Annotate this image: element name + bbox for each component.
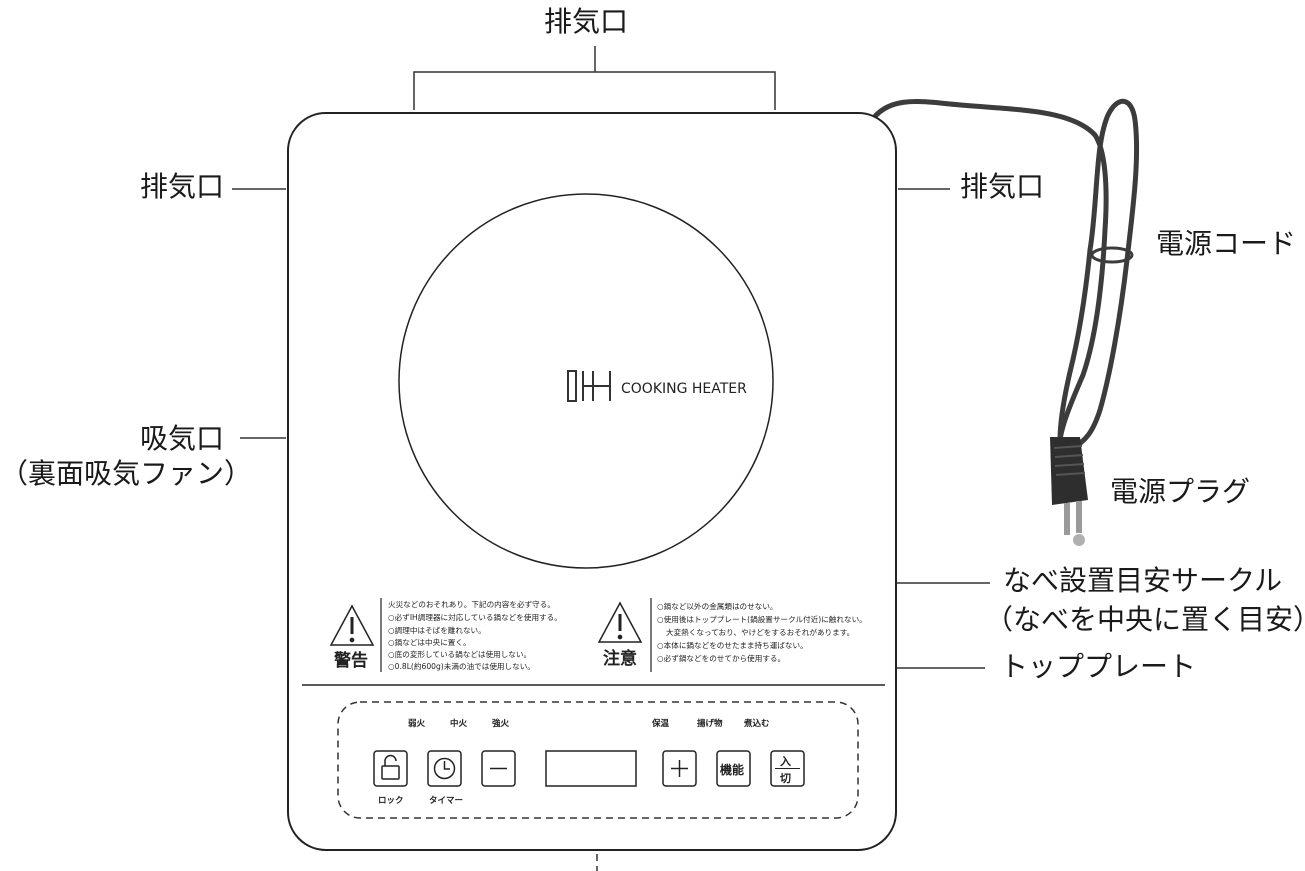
power-plug-label: 電源プラグ	[1110, 475, 1251, 508]
svg-text:○鍋など以外の金属類はのせない。: ○鍋など以外の金属類はのせない。	[657, 601, 778, 611]
power-button-off-label: 切	[780, 772, 791, 785]
intake-sub-label: （裏面吸気ファン）	[0, 457, 253, 490]
exhaust-right-label: 排気口	[960, 170, 1045, 203]
plus-icon	[671, 760, 688, 777]
ih-logo-icon	[567, 370, 611, 402]
svg-text:○調理中はそばを離れない。: ○調理中はそばを離れない。	[388, 625, 486, 635]
heat-strong-label: 強火	[492, 718, 510, 729]
svg-text:○底の変形している鍋などは使用しない。: ○底の変形している鍋などは使用しない。	[388, 649, 531, 659]
power-cord-label: 電源コード	[1156, 227, 1297, 260]
cord-tie	[1090, 246, 1134, 264]
power-cord	[869, 98, 1140, 451]
svg-text:大変熱くなっており、やけどをするおそれがあります。: 大変熱くなっており、やけどをするおそれがあります。	[666, 627, 854, 637]
lock-icon	[381, 754, 400, 780]
display-panel	[545, 750, 637, 787]
caution-text: ○鍋など以外の金属類はのせない。 ○使用後はトッププレート(鍋設置サークル付近)…	[657, 601, 867, 663]
logo-text: COOKING HEATER	[621, 381, 747, 397]
timer-button[interactable]	[427, 750, 462, 787]
pot-circle-sub-label: （なべを中央に置く目安）	[985, 603, 1305, 636]
mode-keepwarm-label: 保温	[651, 718, 670, 729]
minus-button[interactable]	[481, 750, 516, 787]
cooktop-body	[287, 112, 897, 851]
power-button-on-label: 入	[780, 755, 791, 768]
warning-icon	[329, 604, 375, 646]
timer-label: タイマー	[429, 795, 463, 806]
warning-title: 警告	[333, 650, 368, 671]
svg-text:○0.8L(約600g)未満の油では使用しない。: ○0.8L(約600g)未満の油では使用しない。	[388, 661, 535, 671]
top-plate-label: トッププレート	[1000, 650, 1197, 683]
svg-text:○必ず鍋などをのせてから使用する。: ○必ず鍋などをのせてから使用する。	[657, 653, 785, 663]
plus-button[interactable]	[662, 750, 697, 787]
exhaust-left-label: 排気口	[140, 170, 225, 203]
svg-text:○鍋などは中央に置く。: ○鍋などは中央に置く。	[388, 637, 471, 647]
power-button[interactable]: 入 切	[770, 750, 805, 787]
caution-icon	[597, 601, 643, 643]
exhaust-top-bracket	[413, 46, 776, 110]
svg-text:○本体に鍋などをのせたまま持ち運ばない。: ○本体に鍋などをのせたまま持ち運ばない。	[657, 640, 808, 650]
svg-text:火災などのおそれあり。下記の内容を必ず守る。: 火災などのおそれあり。下記の内容を必ず守る。	[388, 599, 555, 609]
caution-title: 注意	[603, 648, 637, 669]
control-panel-outline	[337, 701, 859, 819]
clock-icon	[433, 757, 456, 780]
pot-placement-circle	[398, 193, 774, 569]
warning-text: 火災などのおそれあり。下記の内容を必ず守る。 ○必ずIH調理器に対応している鍋な…	[388, 599, 562, 671]
exhaust-top-label: 排気口	[544, 5, 629, 38]
svg-text:○使用後はトッププレート(鍋設置サークル付近)に触れない。: ○使用後はトッププレート(鍋設置サークル付近)に触れない。	[657, 614, 867, 624]
mode-fry-label: 揚げ物	[697, 718, 723, 729]
pot-circle-label: なべ設置目安サークル	[1003, 564, 1283, 597]
lock-label: ロック	[378, 795, 404, 806]
mode-simmer-label: 煮込む	[743, 718, 770, 729]
function-button[interactable]: 機能	[716, 750, 751, 787]
heat-mid-label: 中火	[450, 718, 468, 729]
intake-label: 吸気口	[140, 422, 225, 455]
svg-text:○必ずIH調理器に対応している鍋などを使用する。: ○必ずIH調理器に対応している鍋などを使用する。	[388, 612, 562, 622]
power-plug	[1050, 437, 1088, 546]
lock-button[interactable]	[373, 750, 408, 787]
function-button-label: 機能	[720, 762, 744, 777]
heat-weak-label: 弱火	[408, 718, 426, 729]
